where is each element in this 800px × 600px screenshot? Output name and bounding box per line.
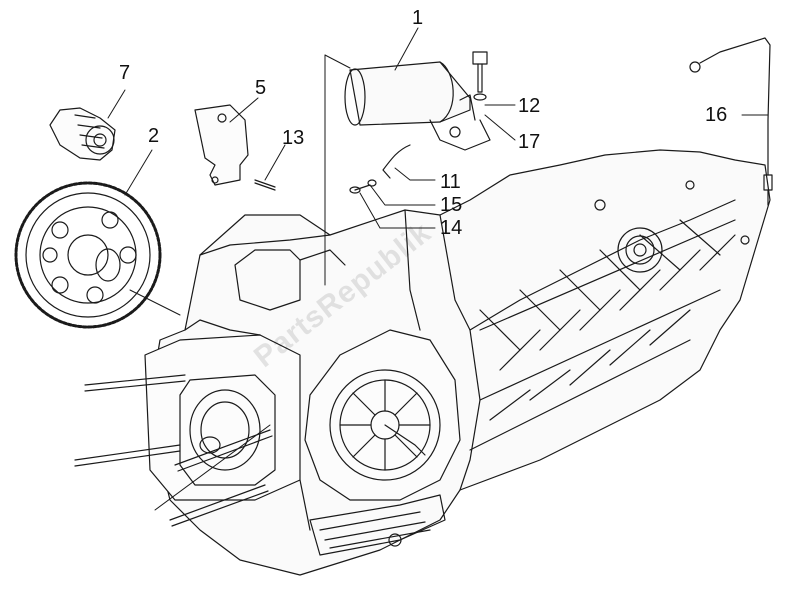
leader-lines <box>107 27 769 511</box>
gear-7 <box>49 107 116 161</box>
bolt-12 <box>472 51 488 101</box>
fan-cover <box>304 329 461 501</box>
wire-11 <box>382 144 411 179</box>
crankcase <box>149 149 771 576</box>
screw-13 <box>254 179 276 191</box>
callout-17: 17 <box>518 131 541 153</box>
callout-11: 11 <box>440 171 461 193</box>
callout-2: 2 <box>148 125 160 147</box>
studs <box>74 374 273 527</box>
callout-16: 16 <box>705 104 728 126</box>
callout-5: 5 <box>255 77 267 99</box>
callout-15: 15 <box>440 194 463 216</box>
screw-15 <box>349 179 377 194</box>
cable-16 <box>689 37 773 206</box>
callout-1: 1 <box>412 7 424 29</box>
callout-7: 7 <box>119 62 131 84</box>
starter-motor <box>344 61 491 151</box>
callout-14: 14 <box>440 217 463 239</box>
bracket-5 <box>194 104 249 186</box>
gear-2 <box>14 181 162 329</box>
callout-13: 13 <box>282 127 305 149</box>
callout-12: 12 <box>518 95 541 117</box>
